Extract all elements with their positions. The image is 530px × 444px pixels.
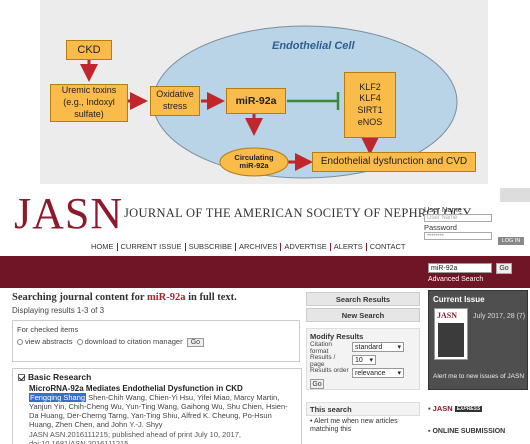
cover-logo: JASN [437,311,458,320]
journal-full-name: JOURNAL OF THE AMERICAN SOCIETY OF NEPHR… [124,206,472,220]
uremic-line-1: Uremic toxins [61,85,117,96]
circulating-line-1: Circulating [234,153,274,162]
nav-advertise[interactable]: ADVERTISE [281,243,331,251]
other-authors: Shen-Chih Wang, Chien-Yi Hsu, Yifei Miao… [29,393,288,430]
ckd-box: CKD [66,40,112,60]
username-input[interactable]: User Name [424,214,492,222]
issue-date[interactable]: July 2017, 28 (7) [473,313,526,320]
uremic-line-2: (e.g., Indoxyl [63,97,115,108]
search-results-button[interactable]: Search Results [306,292,420,306]
results-heading: Searching journal content for miR-92a in… [12,292,237,303]
oxidative-line-2: stress [162,101,187,111]
password-input[interactable]: •••••••• [424,232,492,240]
circulating-line-2: miR-92a [239,161,269,171]
results-order-label: Results order [310,367,349,374]
checked-items-title: For checked items [17,325,79,334]
current-issue-panel: Current Issue JASN July 2017, 28 (7) Ale… [428,290,528,390]
password-label: Password [424,223,457,232]
article-section: Basic Research [28,372,92,382]
jasn-logo[interactable]: JASN [14,189,124,238]
site-header [0,188,530,256]
checked-go-button[interactable]: Go [186,338,205,347]
article-title-link[interactable]: MicroRNA-92a Mediates Endothelial Dysfun… [29,384,243,393]
heading-suffix: in full text. [185,292,237,303]
citation-format-label: Citation format [310,341,333,355]
uremic-line-3: sulfate) [74,108,104,119]
nav-current-issue[interactable]: CURRENT ISSUE [118,243,186,251]
article-authors: Fengqing Shang Shen-Chih Wang, Chien-Yi … [29,393,296,430]
nav-archives[interactable]: ARCHIVES [236,243,282,251]
issue-alert-link[interactable]: Alert me to new issues of JASN [433,373,525,380]
heading-prefix: Searching journal content for [12,292,147,303]
uremic-toxins-box: Uremic toxins (e.g., Indoxyl sulfate) [50,84,128,122]
middle-sidebar: Search Results New Search Modify Results… [306,290,422,444]
mir-92a-box: miR-92a [226,88,286,114]
oxidative-stress-box: Oxidative stress [150,86,200,116]
oxidative-line-1: Oxidative [156,89,194,100]
advanced-search-link[interactable]: Advanced Search [428,276,484,283]
citation-format-select[interactable]: standard [352,342,404,352]
express-label: JASN [432,404,453,413]
checked-items-box: For checked items view abstracts downloa… [12,320,300,362]
quick-search-go-button[interactable]: Go [496,263,512,274]
login-button[interactable]: LOG IN [498,237,524,245]
article-checkbox[interactable] [18,374,25,382]
view-abstracts-label: view abstracts [25,337,73,346]
results-count: Displaying results 1-3 of 3 [12,306,105,315]
nav-subscribe[interactable]: SUBSCRIBE [186,243,236,251]
gene-klf4: KLF4 [359,93,381,104]
right-sidebar: Current Issue JASN July 2017, 28 (7) Ale… [428,290,530,444]
nav-alerts[interactable]: ALERTS [331,243,367,251]
quick-search-input[interactable]: miR-92a [428,263,492,273]
cover-image [438,323,464,357]
gene-klf2: KLF2 [359,81,381,92]
highlighted-author: Fengqing Shang [29,393,87,402]
issue-cover[interactable]: JASN [434,308,468,360]
circulating-mir-shape [219,147,289,177]
circulating-mir-label: Circulating miR-92a [220,153,288,171]
new-search-button[interactable]: New Search [306,308,420,322]
outcome-box: Endothelial dysfunction and CVD [312,152,476,172]
download-label: download to citation manager [84,337,183,346]
nav-home[interactable]: HOME [88,243,118,251]
diagram-shapes [80,25,458,179]
gene-enos: eNOS [357,116,383,127]
view-abstracts-radio[interactable] [17,339,23,346]
corner-tab [500,188,530,202]
endothelial-cell-title: Endothelial Cell [272,40,355,52]
pathway-diagram: CKD Uremic toxins (e.g., Indoxyl sulfate… [40,0,488,184]
alert-me-link[interactable]: • Alert me when new articles matching th… [310,418,398,434]
login-panel: User Name User Name Password •••••••• LO… [424,204,524,245]
results-per-page-label: Results / page [310,354,336,368]
modify-results-title: Modify Results [310,332,364,341]
username-label: User Name [424,205,462,214]
current-issue-title: Current Issue [433,295,485,304]
nav-contact[interactable]: CONTACT [369,242,406,251]
download-radio[interactable] [76,339,83,346]
article-citation: JASN ASN.2016111215; published ahead of … [29,429,241,444]
modify-results-panel: Modify Results Citation format standard … [306,328,420,390]
results-per-page-select[interactable]: 10 [352,355,376,365]
results-column: Searching journal content for miR-92a in… [12,290,302,444]
gene-sirt1: SIRT1 [357,105,383,115]
this-search-title: This search [306,402,420,416]
express-tag: EXPRESS [454,406,483,413]
gene-box: KLF2 KLF4 SIRT1 eNOS [344,72,396,138]
heading-query: miR-92a [146,292,186,303]
modify-go-button[interactable]: Go [310,379,324,389]
results-order-select[interactable]: relevance [352,368,404,378]
online-submission-link[interactable]: ONLINE SUBMISSION [428,428,505,435]
result-article: Basic Research MicroRNA-92a Mediates End… [12,368,302,444]
